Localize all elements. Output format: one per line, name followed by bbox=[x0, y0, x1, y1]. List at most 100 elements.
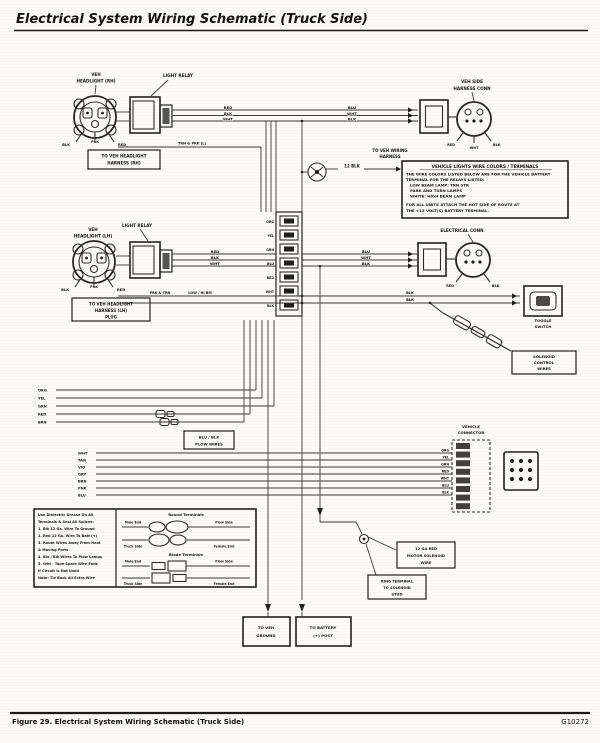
bundle1-label-1: YEL bbox=[37, 397, 46, 401]
bundle2-label-5: PNK bbox=[78, 487, 87, 491]
switch-wire1-label: BLK bbox=[406, 291, 414, 295]
solenoid-box-line3: WIRES bbox=[537, 366, 551, 371]
vehicle-connector-pins bbox=[456, 443, 470, 510]
legend-b2-left: Truck Side bbox=[124, 582, 143, 586]
row2-stack2-blk: BLK bbox=[362, 261, 371, 266]
column-pin-4: RED bbox=[267, 276, 275, 280]
row1-headlight-label-1: VEH bbox=[91, 72, 101, 77]
flasher-wire-label: 12 BLK bbox=[344, 164, 361, 169]
note-top-label: TO VEH WIRING HARNESS bbox=[372, 148, 408, 160]
legend-text-column: Use Dielectric Grease On All Terminals &… bbox=[38, 513, 103, 581]
toggle-switch-icon bbox=[523, 285, 563, 317]
row1-right-pin-left: RED bbox=[447, 143, 455, 147]
headlight-connector-icon bbox=[73, 95, 117, 143]
bundle2-label-0: WHT bbox=[78, 452, 88, 456]
legend-line-3: 2. Red 12 Ga. Wire To Batt (+) bbox=[38, 534, 98, 538]
bundle2-label-2: VIO bbox=[78, 466, 85, 470]
row1-pin-right: RED bbox=[118, 143, 126, 147]
row2-relay: LIGHT RELAY bbox=[116, 223, 173, 279]
note-line-1: THE WIRE COLORS LISTED BELOW ARE FOR THE… bbox=[406, 172, 551, 177]
bundle2-label-1: TAN bbox=[78, 459, 86, 463]
bundle2-pin-4: WHT bbox=[441, 477, 450, 481]
ring-box-line1: RING TERMINAL bbox=[381, 580, 414, 584]
footer-caption: Figure 29. Electrical System Wiring Sche… bbox=[12, 718, 244, 726]
legend-line-0: Use Dielectric Grease On All bbox=[38, 513, 93, 517]
row2-stack1-blk: BLK bbox=[211, 255, 220, 260]
relay-block-icon bbox=[129, 241, 173, 279]
bundle2-label-3: GRY bbox=[78, 473, 87, 477]
row2-headlight-connector: VEH HEADLIGHT (LH) BLK PRK RED bbox=[61, 227, 126, 293]
row1-pin-mid: PRK bbox=[91, 140, 99, 144]
legend-blade-header: Blade Terminals bbox=[169, 552, 204, 557]
row1-wire-run: RED BLK WHT BLU WHT BLK bbox=[172, 105, 418, 124]
row2-harness-box-line1: TO VEH HEADLIGHT bbox=[89, 302, 133, 307]
row1-relay: LIGHT RELAY bbox=[116, 73, 194, 134]
bundle1-label-2: GRN bbox=[38, 405, 47, 409]
note-line-3: LOW BEAM LAMP: TRN STR bbox=[410, 183, 469, 188]
ground-box-line2: GROUND bbox=[256, 633, 276, 638]
row1-harness-box-line1: TO VEH HEADLIGHT bbox=[101, 154, 146, 159]
note-line-4: PARK AND TURN LAMPS bbox=[410, 188, 462, 193]
bundle2-pin-0: ORG bbox=[441, 449, 449, 453]
solenoid-wire-box-line2: MOTOR SOLENOID bbox=[407, 554, 445, 558]
bundle1-label-3: RED bbox=[38, 413, 46, 417]
headlight-connector-icon bbox=[72, 240, 116, 288]
vehicle-connector: VEHICLE CONNECTOR bbox=[451, 424, 539, 513]
toggle-switch-circuit: PRK & TRN LOW / HI BM BLK BLK TOGGLE SWI… bbox=[118, 285, 563, 329]
row1-relay-label: LIGHT RELAY bbox=[163, 73, 194, 78]
row2-right-pin-left: RED bbox=[446, 284, 454, 288]
legend-line-6: 4. Blu / Blk Wires To Plow Lamps bbox=[38, 555, 102, 559]
square-connector-icon bbox=[417, 242, 447, 277]
legend-r1-right: Plow Side bbox=[215, 521, 233, 525]
row2-relay-label: LIGHT RELAY bbox=[122, 223, 153, 228]
center-vertical-wires: TRN & PRK (L) bbox=[118, 119, 322, 600]
note-line-5: WHITE: HIGH BEAM LAMP bbox=[410, 194, 466, 199]
row1-stack2-wht: WHT bbox=[347, 111, 357, 116]
battery-box: TO BATTERY (+) POST bbox=[295, 616, 352, 647]
bundle2-pin-1: YEL bbox=[441, 456, 449, 460]
legend-line-2: 1. Blk 12 Ga. Wire To Ground bbox=[38, 527, 95, 531]
switch-label-1: TOGGLE bbox=[534, 318, 551, 323]
row2-pin-left: BLK bbox=[61, 288, 69, 292]
relay-block-icon bbox=[129, 96, 173, 134]
bundle2-pin-5: BLU bbox=[442, 484, 449, 488]
note-line-2: TERMINAL FOR THE RELAYS LISTED: bbox=[406, 177, 485, 182]
legend-r1-left: Male End bbox=[125, 521, 142, 525]
solenoid-box-line2: CONTROL bbox=[534, 360, 555, 365]
note-line-6: FOR ALL UNITS ATTACH THE HOT SIDE OF ROU… bbox=[406, 202, 520, 207]
note-box: VEHICLE LIGHTS WIRE COLORS / TERMINALS T… bbox=[401, 160, 569, 219]
ring-box-line2: TO SOLENOID bbox=[383, 586, 411, 590]
legend-blade-terminals: Blade Terminals Male End Plow Side Truck… bbox=[122, 552, 250, 586]
row2-headlight-label-1: VEH bbox=[88, 227, 98, 232]
row1-trn-label: TRN & PRK (L) bbox=[178, 142, 207, 146]
column-pin-3: BLU bbox=[267, 262, 274, 266]
battery-box-line2: (+) POST bbox=[313, 633, 333, 638]
switch-label-2: SWITCH bbox=[535, 324, 552, 329]
row2-stack1-wht: WHT bbox=[210, 261, 220, 266]
column-pin-2: GRN bbox=[266, 248, 274, 252]
row2-pin-mid: PRK bbox=[90, 285, 98, 289]
connector-pins bbox=[279, 215, 299, 311]
row2-pin-right: RED bbox=[117, 288, 125, 292]
bundle1-connector-box: BLU / BLK PLOW WIRES bbox=[183, 430, 235, 450]
legend-line-1: Terminals & Seal All Splices: bbox=[38, 520, 94, 524]
solenoid-wires-box: SOLENOID CONTROL WIRES bbox=[511, 350, 577, 375]
row2-right-label: ELECTRICAL CONN bbox=[440, 228, 484, 233]
row2-mini2: LOW / HI BM bbox=[188, 291, 212, 295]
legend-line-9: Note: Tie Back All Extra Wire bbox=[38, 576, 96, 580]
row2-mini1: PRK & TRN bbox=[150, 291, 171, 295]
page-title: Electrical System Wiring Schematic (Truc… bbox=[16, 12, 368, 27]
row1-stack2-blk: BLK bbox=[348, 117, 357, 122]
legend-line-8: If Circuit Is Not Used bbox=[38, 569, 79, 573]
legend-line-7: 5. Wht - Tape Spare Wire Ends bbox=[38, 562, 98, 566]
row2-headlight-label-2: HEADLIGHT (LH) bbox=[74, 234, 113, 239]
vehicle-connector-label-1: VEHICLE bbox=[462, 424, 480, 429]
row2-right-connector: ELECTRICAL CONN RED BLK bbox=[417, 228, 500, 288]
bundle1-box-line2: PLOW WIRES bbox=[195, 442, 223, 447]
row1-right-label-1: VEH SIDE bbox=[461, 79, 483, 84]
legend-b2-right: Female End bbox=[214, 582, 235, 586]
ground-box-line1: TO VEH bbox=[258, 625, 274, 630]
row1-stack2-blu: BLU bbox=[348, 105, 356, 110]
solenoid-wire-box: 12 GA RED MOTOR SOLENOID WIRE bbox=[396, 541, 456, 569]
